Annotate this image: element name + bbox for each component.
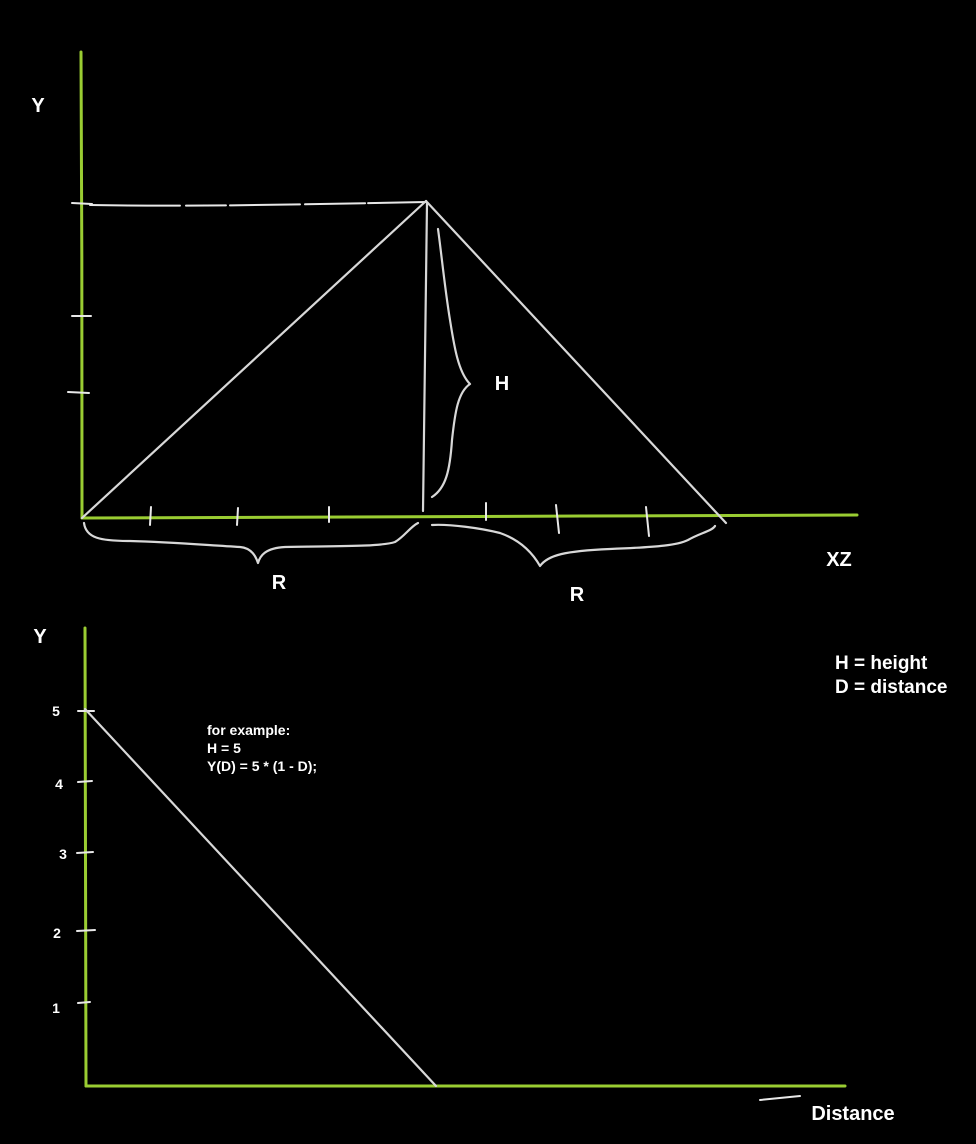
top-y-tick-peak [71,202,93,205]
bottom-y-tick-label-2: 2 [53,925,61,941]
example-line-1: for example: [207,722,290,738]
top-y-axis [79,50,84,520]
legend: H = height D = distance [835,653,947,698]
cone-right-edge [424,199,728,525]
top-y-axis-label: Y [31,95,45,117]
left-radius-label: R [272,572,287,594]
bottom-y-tick-label-5: 5 [52,703,60,719]
bottom-y-tick-4 [77,780,93,783]
left-radius-brace [82,521,420,565]
bottom-y-tick-label-1: 1 [52,1000,60,1016]
example-line-2: H = 5 [207,740,241,756]
top-diagram: Y XZ H R R [31,50,859,606]
cone-left-edge [80,199,428,520]
top-xz-axis-label: XZ [826,549,852,571]
bottom-y-tick-label-4: 4 [55,776,63,792]
top-xz-axis [80,513,859,520]
bottom-y-tick-3 [76,851,94,854]
bottom-y-axis [83,626,88,1088]
bottom-y-tick-2 [76,929,96,932]
height-brace [430,227,472,499]
bottom-distance-axis-label: Distance [811,1103,894,1125]
bottom-y-tick-label-3: 3 [59,846,67,862]
top-y-tick-1 [67,391,90,394]
top-x-tick-1 [149,506,152,526]
falloff-line [83,707,438,1088]
right-radius-brace [430,523,717,568]
height-label: H [495,373,509,395]
distance-axis-stroke-mark [759,1095,801,1101]
top-x-tick-2 [236,507,239,526]
right-radius-label: R [570,584,585,606]
bottom-diagram: 5 4 3 2 1 Y Distance for example: H = 5 … [33,626,894,1125]
height-line [421,201,429,513]
top-x-tick-5 [555,504,560,534]
peak-guide-line [89,201,427,207]
bottom-y-tick-1 [77,1001,91,1004]
top-x-tick-6 [645,506,650,537]
bottom-y-axis-label: Y [33,626,47,648]
legend-height: H = height [835,653,928,674]
legend-distance: D = distance [835,677,947,698]
example-formula: Y(D) = 5 * (1 - D); [207,758,317,774]
